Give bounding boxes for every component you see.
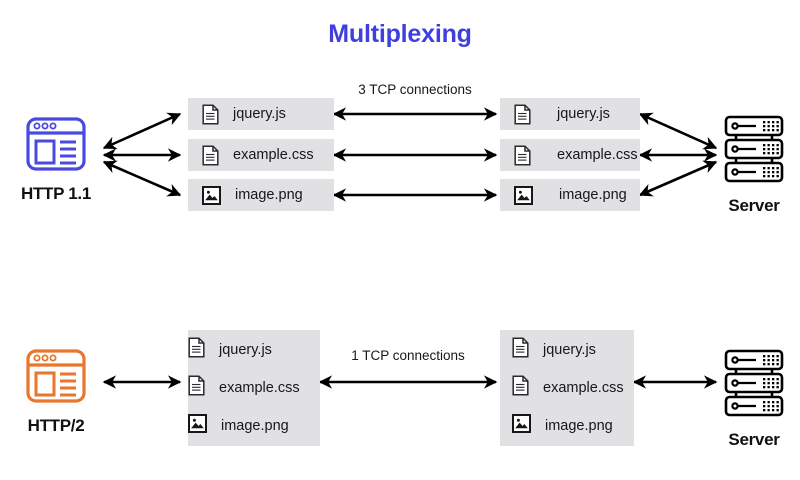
endpoint-http2-client[interactable]: HTTP/2 [0,348,116,436]
file-name: image.png [545,418,613,434]
endpoint-label: Server [728,196,780,215]
file-name: jquery.js [557,106,610,122]
file-name: example.css [233,147,314,163]
browser-icon [25,116,87,177]
endpoint-label: HTTP 1.1 [20,184,92,203]
document-icon [512,337,529,363]
endpoint-http2-server[interactable]: Server [694,348,800,450]
endpoint-http11-server[interactable]: Server [694,114,800,216]
list-item[interactable]: example.css [512,369,634,407]
document-icon [188,375,205,401]
document-icon [512,375,529,401]
image-icon [202,185,221,205]
file-name: image.png [235,187,303,203]
document-icon [202,144,219,166]
server-icon [722,114,786,189]
image-icon [188,414,207,438]
file-chip[interactable]: example.css [500,139,640,171]
connection-label-http2: 1 TCP connections [351,348,465,363]
connection-label-http11: 3 TCP connections [358,82,472,97]
document-icon [202,103,219,125]
document-icon [514,144,531,166]
file-group-http2-server[interactable]: jquery.js example.css [500,330,634,446]
file-name: example.css [557,147,638,163]
file-name: jquery.js [543,342,596,358]
file-name: jquery.js [219,342,272,358]
file-group-http2-client[interactable]: jquery.js example.css [188,330,320,446]
browser-icon [25,348,87,409]
image-icon [514,185,533,205]
endpoint-http11-client[interactable]: HTTP 1.1 [0,116,116,204]
list-item[interactable]: image.png [512,407,634,445]
file-chip[interactable]: jquery.js [500,98,640,130]
file-name: example.css [543,380,624,396]
file-chip[interactable]: example.css [188,139,334,171]
image-icon [512,414,531,438]
list-item[interactable]: image.png [188,407,320,445]
server-icon [722,348,786,423]
endpoint-label: HTTP/2 [27,416,85,435]
file-name: jquery.js [233,106,286,122]
file-name: example.css [219,380,300,396]
file-chip[interactable]: image.png [500,179,640,211]
page-title: Multiplexing [328,20,472,48]
list-item[interactable]: jquery.js [188,331,320,369]
list-item[interactable]: example.css [188,369,320,407]
file-name: image.png [559,187,627,203]
file-chip[interactable]: image.png [188,179,334,211]
file-chip[interactable]: jquery.js [188,98,334,130]
list-item[interactable]: jquery.js [512,331,634,369]
file-name: image.png [221,418,289,434]
document-icon [188,337,205,363]
endpoint-label: Server [728,430,780,449]
document-icon [514,103,531,125]
